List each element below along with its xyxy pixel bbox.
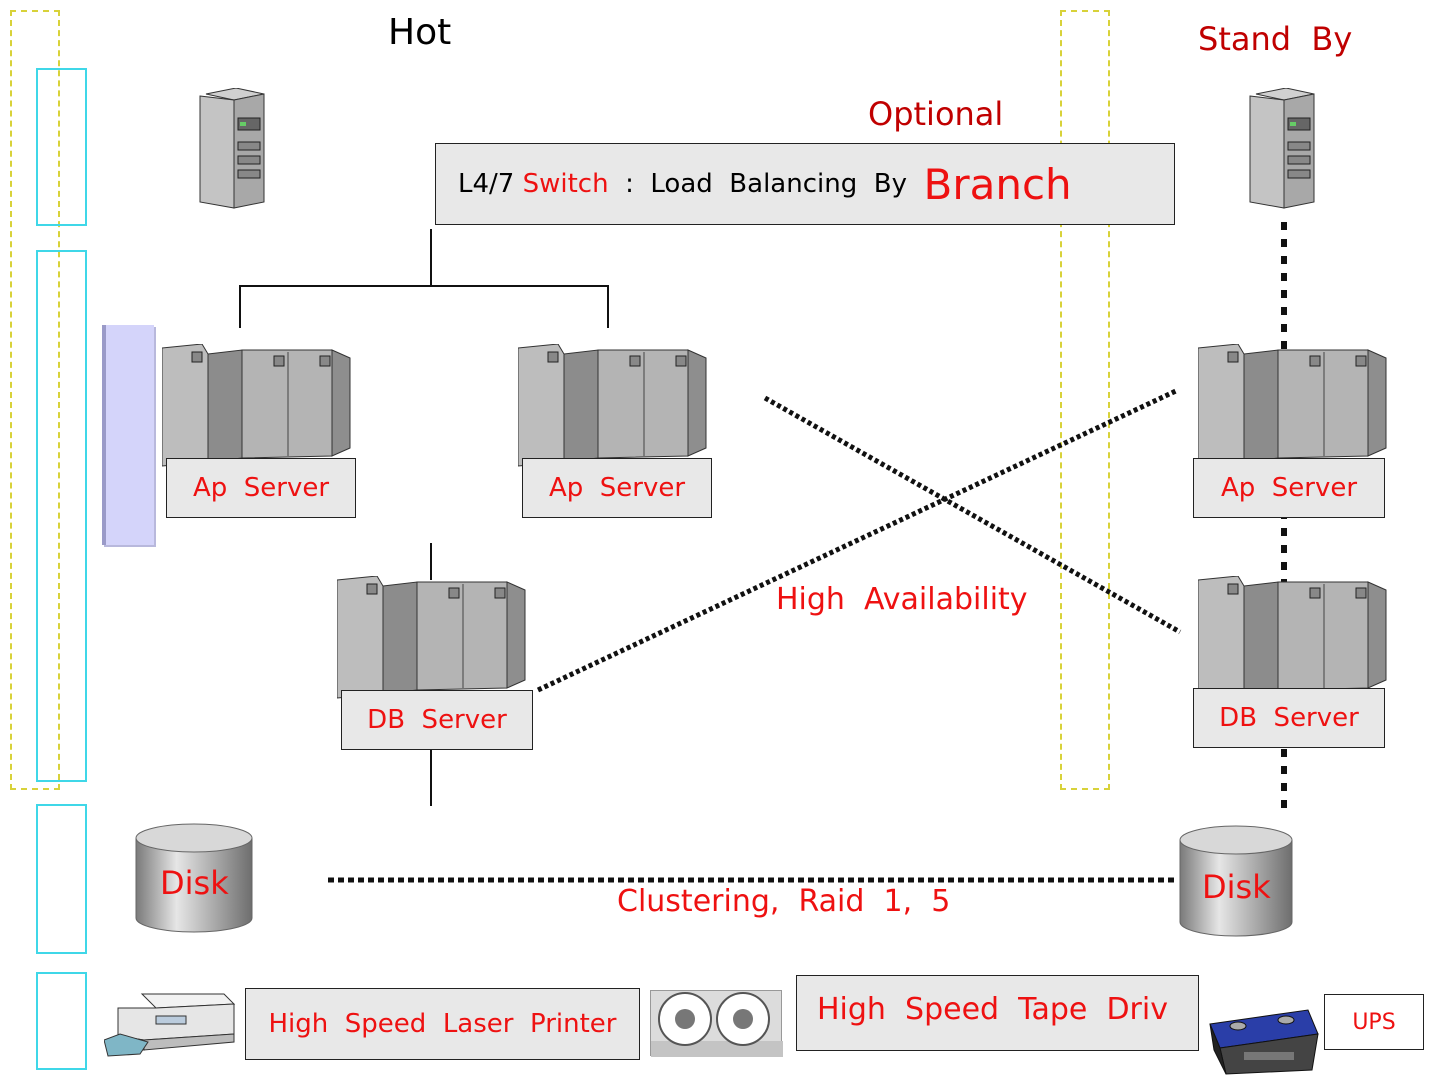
clustering-label: Clustering, Raid 1, 5 [617, 884, 951, 919]
disk-right-label: Disk [1202, 868, 1271, 906]
server-rack-icon-ap-right [1198, 344, 1387, 467]
laser-printer-label: High Speed Laser Printer [245, 988, 640, 1060]
tower-server-icon-hot [199, 88, 265, 209]
cyan-guide-box-2 [36, 250, 87, 782]
server-rack-icon-db-right [1198, 576, 1387, 699]
tower-server-icon-standby [1249, 88, 1315, 209]
server-rack-icon-ap-left [162, 344, 351, 467]
switch-word: Switch [522, 169, 609, 199]
switch-prefix: L4/7 [458, 169, 515, 199]
ups-label: UPS [1324, 994, 1424, 1050]
l47-switch-box: L4/7 Switch : Load Balancing By Branch [435, 143, 1175, 225]
disk-left-label: Disk [160, 864, 229, 902]
high-availability-label: High Availability [776, 582, 1028, 617]
ap-server-label-right: Ap Server [1193, 458, 1385, 518]
lavender-bar [102, 325, 154, 545]
disk-left: Disk [134, 822, 254, 934]
db-server-label-left: DB Server [341, 690, 533, 750]
disk-icon-left [135, 823, 253, 933]
cyan-guide-box-3 [36, 804, 87, 954]
standby-heading: Stand By [1198, 20, 1353, 58]
ap-server-label-mid: Ap Server [522, 458, 712, 518]
server-rack-icon-db-left [337, 576, 526, 699]
server-rack-icon-ap-mid [518, 344, 707, 467]
ap-server-label-left: Ap Server [166, 458, 356, 518]
printer-icon [104, 993, 236, 1057]
disk-right: Disk [1178, 824, 1294, 938]
right-dashed-frame [1060, 10, 1110, 790]
db-server-label-right: DB Server [1193, 688, 1385, 748]
hot-heading: Hot [388, 12, 452, 53]
cyan-guide-box-1 [36, 68, 87, 226]
switch-branch: Branch [923, 159, 1072, 209]
optional-label: Optional [868, 95, 1004, 133]
left-dashed-frame [10, 10, 60, 790]
switch-middle: : Load Balancing By [625, 169, 907, 199]
tape-reels-icon [650, 990, 783, 1057]
ups-battery-icon [1209, 1009, 1319, 1075]
cyan-guide-box-4 [36, 972, 87, 1070]
disk-icon-right [1179, 825, 1293, 937]
tape-drive-label: High Speed Tape Driv [796, 975, 1199, 1051]
